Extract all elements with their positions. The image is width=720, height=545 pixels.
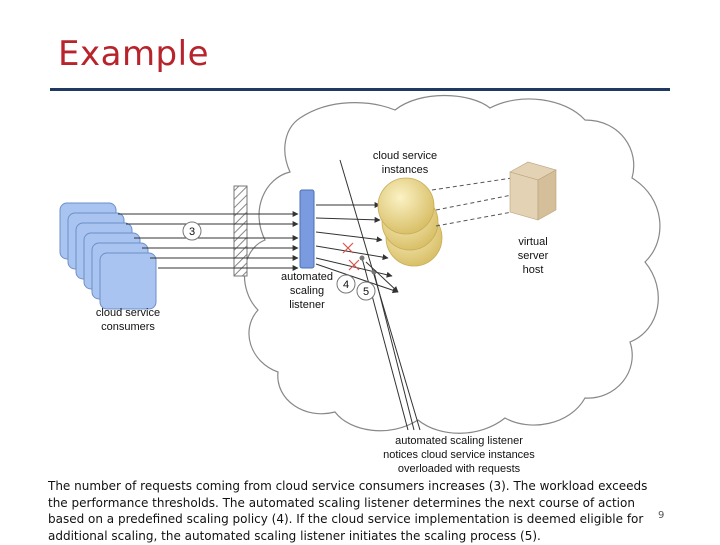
host-connectors: [431, 177, 513, 227]
host-label-line3: host: [523, 264, 544, 276]
host-connector: [435, 194, 513, 211]
listener-label-line1: automated: [281, 271, 333, 283]
host-label-line2: server: [518, 250, 549, 262]
instance-sphere: [377, 177, 435, 235]
host-side-face: [537, 169, 557, 221]
consumer-card: [99, 252, 157, 310]
automated-scaling-listener: [299, 189, 315, 269]
listener-label-line2: scaling: [290, 285, 324, 297]
page-number: 9: [658, 510, 665, 521]
monitor-line: [339, 159, 421, 431]
step-3-badge: [182, 221, 202, 241]
note-line3: overloaded with requests: [398, 463, 521, 475]
host-label-line1: virtual: [518, 236, 547, 248]
step-4-badge: [336, 274, 356, 294]
instances-label-line2: instances: [382, 164, 429, 176]
hatched-barrier: [233, 185, 248, 277]
forwarded-arrow: [315, 231, 383, 243]
monitor-dot: [371, 269, 377, 275]
overload-cross-icon: [342, 242, 354, 254]
monitor-dot: [359, 255, 365, 261]
consumers-label-line2: consumers: [101, 321, 155, 333]
overload-cross-icon: [348, 259, 360, 271]
scaling-arrow: [365, 261, 399, 293]
note-line1: automated scaling listener: [395, 435, 523, 447]
step-3-label: 3: [189, 226, 195, 238]
overload-crosses: [342, 242, 360, 271]
host-connector: [435, 211, 513, 227]
consumers-label-line1: cloud service: [96, 307, 160, 319]
virtual-server-host-icon: [509, 161, 557, 221]
slide-title: Example: [58, 34, 210, 74]
cloud-service-consumers: [59, 202, 157, 310]
cloud-service-instances: [377, 177, 443, 267]
slide-caption: The number of requests coming from cloud…: [48, 479, 648, 544]
note-line2: notices cloud service instances: [383, 449, 535, 461]
forwarded-arrow: [315, 257, 393, 278]
instances-label-line1: cloud service: [373, 150, 437, 162]
step-5-badge: [356, 281, 376, 301]
step-4-label: 4: [343, 279, 349, 291]
forwarded-arrow: [315, 263, 399, 294]
step-5-label: 5: [363, 286, 369, 298]
request-arrows: [118, 211, 299, 271]
forwarded-arrow: [315, 216, 381, 223]
host-front-face: [509, 171, 539, 221]
listener-label-line3: listener: [289, 299, 325, 311]
title-divider: [50, 88, 670, 91]
